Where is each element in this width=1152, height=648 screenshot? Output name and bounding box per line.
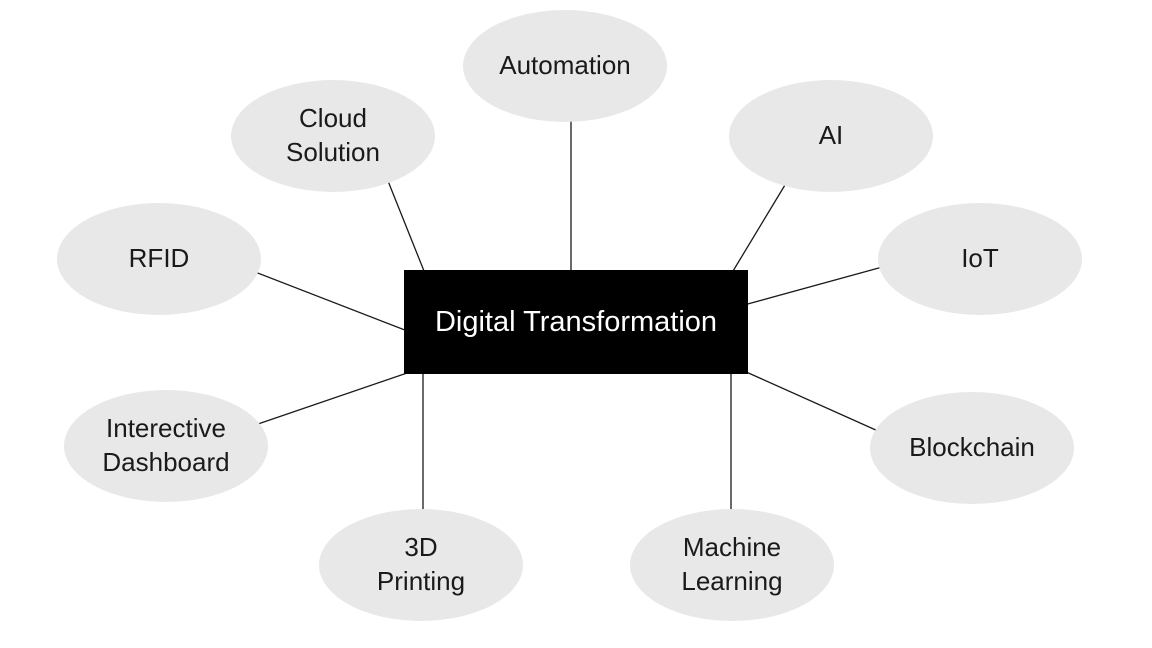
node-ai: AI [729, 80, 933, 192]
node-rfid: RFID [57, 203, 261, 315]
node-iot-label: IoT [961, 243, 999, 274]
edge-ai [729, 179, 789, 277]
edge-interective-dashboard [257, 371, 411, 425]
node-machine-learning-label: Machine Learning [681, 532, 783, 596]
center-node-label: Digital Transformation [434, 305, 718, 338]
node-rfid-label: RFID [128, 243, 190, 274]
node-interective-dashboard: Interective Dashboard [64, 390, 268, 502]
node-blockchain-label: Blockchain [909, 432, 1035, 463]
node-cloud-solution-label: Cloud Solution [286, 103, 380, 167]
edge-rfid [249, 269, 411, 333]
node-iot: IoT [878, 203, 1082, 315]
node-blockchain: Blockchain [870, 392, 1074, 504]
node-automation-label: Automation [499, 50, 631, 81]
center-node: Digital Transformation [404, 270, 748, 374]
node-3d-printing: 3D Printing [319, 509, 523, 621]
node-machine-learning: Machine Learning [630, 509, 834, 621]
node-cloud-solution: Cloud Solution [231, 80, 435, 192]
edge-blockchain [743, 370, 879, 432]
node-3d-printing-label: 3D Printing [376, 532, 466, 596]
node-automation: Automation [463, 10, 667, 122]
edge-iot [743, 265, 887, 306]
edge-cloud-solution [385, 175, 427, 277]
node-ai-label: AI [818, 120, 844, 151]
node-interective-dashboard-label: Interective Dashboard [102, 413, 230, 477]
